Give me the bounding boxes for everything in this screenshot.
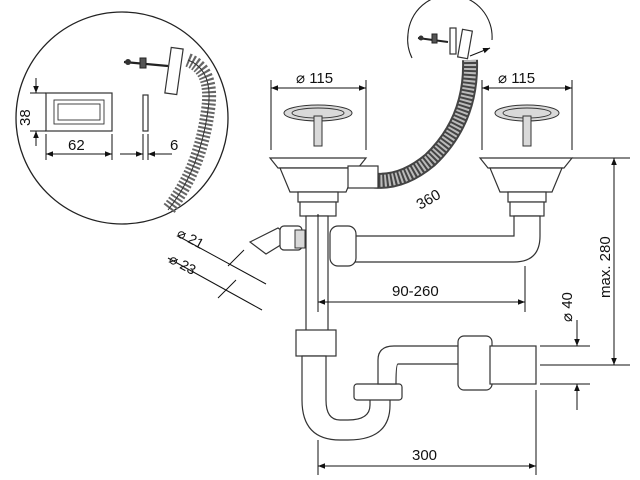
nozzle-inner-label: ⌀ 21 (175, 225, 207, 252)
outlet-diameter-label: ⌀ 40 (559, 292, 576, 322)
plate-width-label: 62 (68, 137, 85, 154)
right-sink-basket: ⌀ 115 (478, 70, 574, 203)
overflow-small-detail (407, 0, 493, 60)
basket-left-diameter-label: ⌀ 115 (296, 70, 333, 87)
overflow-plate-side (142, 94, 149, 132)
overflow-plate-front (45, 92, 113, 132)
overflow-hose (368, 59, 479, 189)
basket-right-diameter-label: ⌀ 115 (498, 70, 535, 87)
screw-icon (123, 57, 169, 69)
dishwasher-nozzle (248, 225, 306, 255)
plate-height-label: 38 (17, 109, 34, 126)
nozzle-dimensions: ⌀ 21 ⌀ 23 (167, 225, 267, 311)
drain-pipes (248, 201, 545, 441)
hose-length-label: 360 (414, 186, 444, 213)
overflow-detail-circle: 38 62 6 (15, 11, 229, 225)
trap-width-label: 300 (412, 447, 437, 464)
max-height-label: max. 280 (597, 236, 614, 298)
plate-thickness-label: 6 (170, 137, 178, 154)
basket-spacing-label: 90-260 (392, 283, 439, 300)
left-sink-basket: ⌀ 115 (268, 70, 379, 203)
nozzle-outer-label: ⌀ 23 (167, 251, 199, 278)
